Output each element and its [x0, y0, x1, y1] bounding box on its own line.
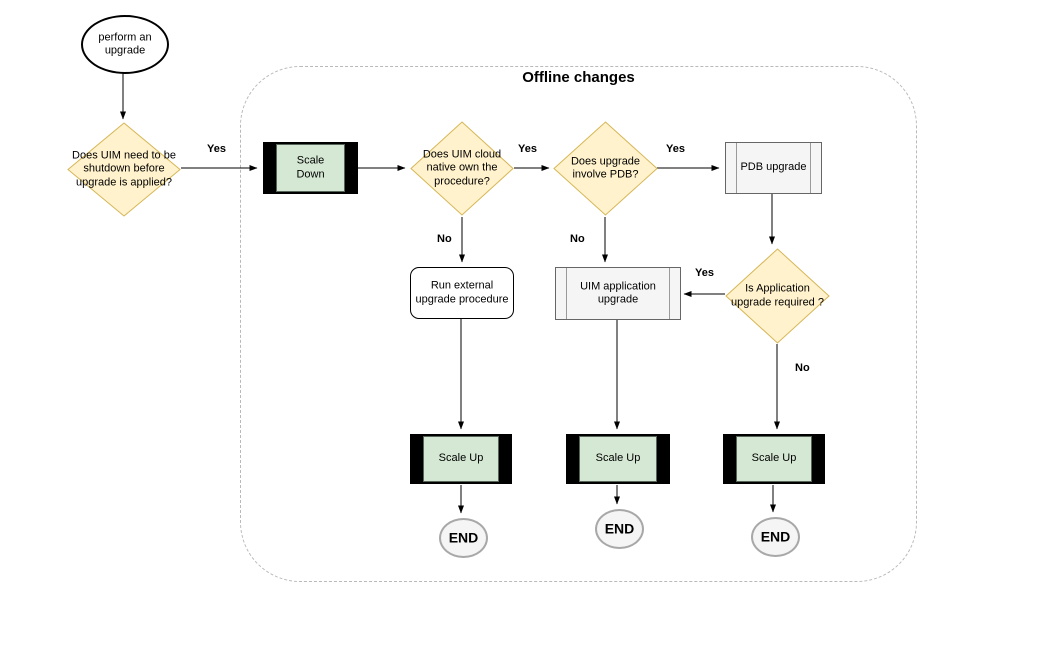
edge-label-app-upgrade-no: No: [795, 362, 810, 374]
diamond-shape: [554, 122, 657, 215]
node-scale-up-1-label: Scale Up: [438, 452, 484, 465]
process-bar-left: [566, 268, 567, 319]
scale-up-panel: [423, 436, 499, 482]
node-uim-app-upgrade[interactable]: UIM application upgrade: [555, 267, 681, 320]
node-end-3[interactable]: END: [751, 517, 800, 557]
node-uim-app-upgrade-label: UIM application upgrade: [580, 279, 656, 306]
edge-label-shutdown-yes: Yes: [207, 143, 226, 155]
edge-label-pdb-no: No: [570, 233, 585, 245]
node-pdb-upgrade[interactable]: PDB upgrade: [725, 142, 822, 194]
node-end-1-label: END: [448, 529, 479, 546]
node-end-2-label: END: [604, 520, 635, 537]
node-end-1[interactable]: END: [439, 518, 488, 558]
node-scale-up-2-label: Scale Up: [595, 452, 641, 465]
node-scale-up-3-label: Scale Up: [751, 452, 797, 465]
process-bar-right: [669, 268, 670, 319]
node-scale-up-1[interactable]: Scale Up: [410, 434, 512, 484]
node-start-label: perform an upgrade: [98, 30, 152, 57]
node-decision-shutdown[interactable]: Does UIM need to be shutdown before upgr…: [68, 123, 180, 216]
node-scale-up-3[interactable]: Scale Up: [723, 434, 825, 484]
node-decision-pdb-label: Does upgrade involve PDB?: [570, 154, 641, 181]
edge-label-pdb-yes: Yes: [666, 143, 685, 155]
diamond-shape: [726, 249, 829, 343]
node-decision-cloud-native[interactable]: Does UIM cloud native own the procedure?: [411, 122, 513, 215]
node-run-external-label: Run external upgrade procedure: [415, 279, 509, 305]
node-scale-up-2[interactable]: Scale Up: [566, 434, 670, 484]
scale-up-panel: [736, 436, 812, 482]
scale-up-panel: [579, 436, 657, 482]
node-decision-shutdown-label: Does UIM need to be shutdown before upgr…: [72, 148, 176, 189]
node-decision-cloud-native-label: Does UIM cloud native own the procedure?: [422, 147, 502, 188]
node-run-external[interactable]: Run external upgrade procedure: [410, 267, 514, 319]
offline-changes-group: Offline changes: [240, 66, 917, 582]
node-start[interactable]: perform an upgrade: [81, 15, 169, 74]
edge-label-app-upgrade-yes: Yes: [695, 267, 714, 279]
node-decision-app-upgrade-label: Is Application upgrade required ?: [731, 282, 824, 308]
node-pdb-upgrade-label: PDB upgrade: [740, 161, 807, 174]
node-scale-down[interactable]: Scale Down: [263, 142, 358, 194]
edge-label-cloud-native-no: No: [437, 233, 452, 245]
process-bar-left: [736, 143, 737, 193]
node-decision-app-upgrade[interactable]: Is Application upgrade required ?: [726, 249, 829, 343]
node-end-2[interactable]: END: [595, 509, 644, 549]
diamond-shape: [68, 123, 180, 216]
node-decision-pdb[interactable]: Does upgrade involve PDB?: [554, 122, 657, 215]
scale-down-panel: [276, 144, 345, 192]
node-scale-down-label: Scale Down: [296, 154, 325, 180]
diamond-shape: [411, 122, 513, 215]
group-title: Offline changes: [522, 69, 635, 86]
edge-label-cloud-native-yes: Yes: [518, 143, 537, 155]
process-bar-right: [810, 143, 811, 193]
node-end-3-label: END: [760, 528, 791, 545]
